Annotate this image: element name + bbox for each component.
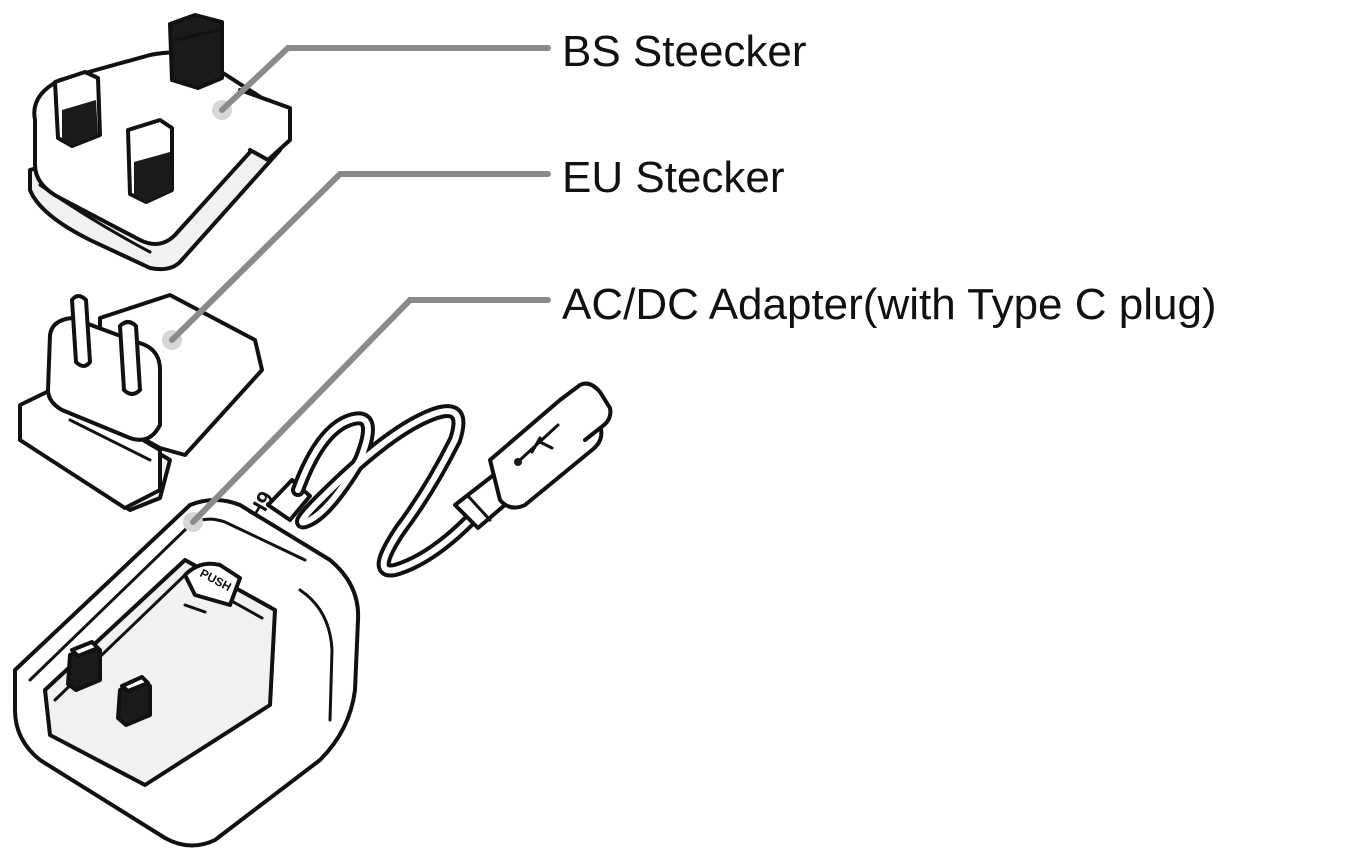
bs-plug-label: BS Steecker: [562, 27, 807, 76]
adapter-label: AC/DC Adapter(with Type C plug): [562, 280, 1217, 329]
eu-plug-illustration: [18, 293, 264, 512]
bs-plug-leader-line: [219, 45, 551, 113]
adapter-illustration: PUSH H9: [13, 478, 361, 848]
leader-lines: [162, 45, 551, 532]
eu-plug-leader-line: [169, 171, 551, 343]
cable-illustration: [291, 381, 613, 578]
adapter-leader-line: [190, 297, 551, 525]
eu-plug-label: EU Stecker: [562, 153, 785, 202]
bs-plug-illustration: [28, 13, 292, 272]
